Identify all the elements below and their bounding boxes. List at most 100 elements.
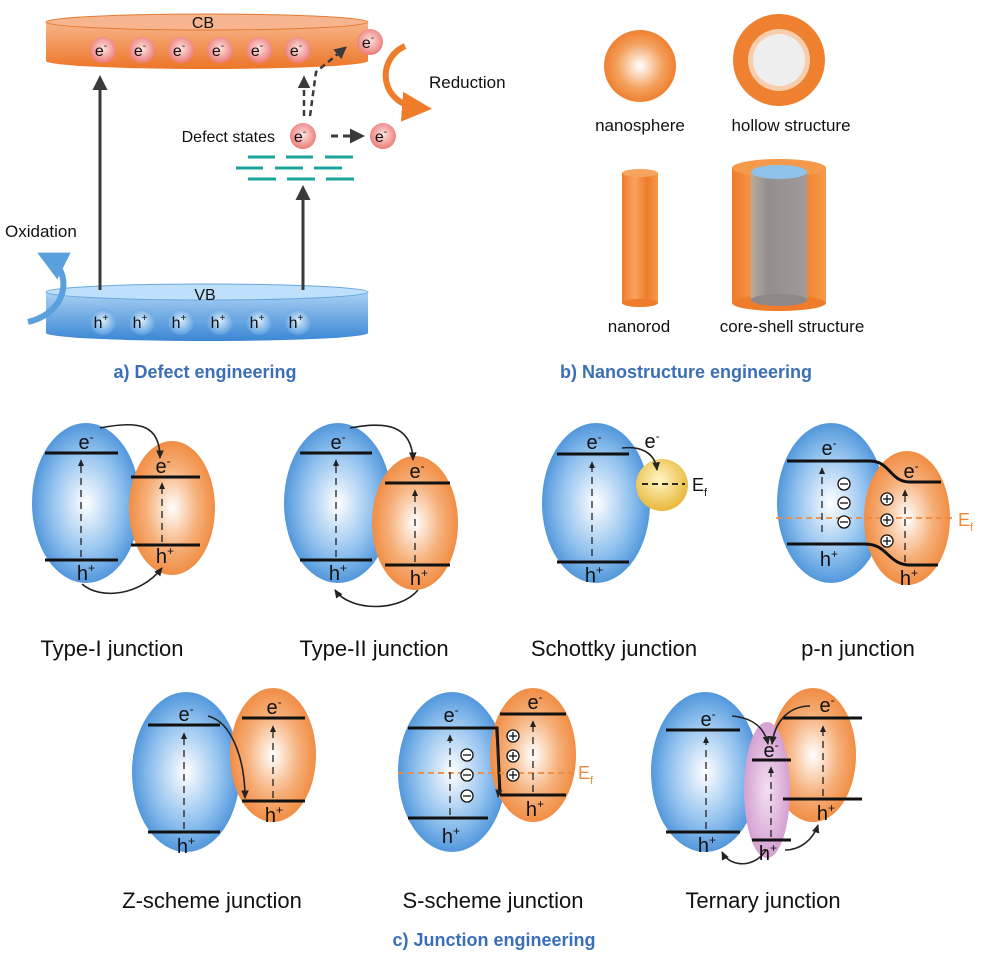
nanosphere-shape bbox=[604, 30, 676, 102]
cb-electron-label: e- bbox=[134, 41, 146, 60]
svg-text:h+: h+ bbox=[759, 841, 777, 865]
z-scheme-junction-diagram: e- e- h+ h+ bbox=[132, 688, 316, 858]
panel-junction-engineering: e- e- h+ h+ Type-I junction e- e- h+ h+ … bbox=[32, 423, 974, 950]
svg-text:e-: e- bbox=[700, 707, 715, 731]
cb-electron-circle bbox=[285, 37, 311, 63]
ternary-junction-diagram: e- e- e- h+ h+ h+ bbox=[651, 688, 862, 865]
caption-junction-engineering: c) Junction engineering bbox=[392, 930, 595, 950]
reduction-arrow-icon bbox=[382, 43, 432, 122]
h-label: h+ bbox=[77, 561, 95, 585]
vb-hole-label: h+ bbox=[94, 313, 109, 332]
vb-hole-label: h+ bbox=[133, 313, 148, 332]
vb-hole-circle bbox=[285, 309, 311, 335]
nanosphere-label: nanosphere bbox=[595, 116, 685, 135]
nanorod-shape bbox=[622, 169, 658, 307]
svg-text:h+: h+ bbox=[177, 834, 195, 858]
svg-text:e-: e- bbox=[266, 695, 281, 719]
vb-hole-circle bbox=[207, 309, 233, 335]
e-label: e- bbox=[78, 430, 93, 454]
type-i-junction-label: Type-I junction bbox=[40, 636, 183, 661]
cb-electrons: e-e-e-e-e-e- bbox=[90, 37, 311, 63]
vb-hole-circle bbox=[129, 309, 155, 335]
type-ii-junction-diagram: e- e- h+ h+ bbox=[284, 423, 458, 608]
cb-electron-label: e- bbox=[95, 41, 107, 60]
panel-nanostructure-engineering: nanosphere hollow structure nanorod core… bbox=[560, 14, 864, 382]
svg-text:e-: e- bbox=[330, 430, 345, 454]
oxidation-arrow-icon bbox=[27, 252, 71, 325]
defect-electron: e- bbox=[290, 123, 316, 149]
schottky-junction-label: Schottky junction bbox=[531, 636, 697, 661]
svg-text:Ef: Ef bbox=[578, 763, 594, 787]
core-shell-structure-shape bbox=[732, 159, 826, 311]
s-scheme-junction-label: S-scheme junction bbox=[403, 888, 584, 913]
vb-hole-label: h+ bbox=[289, 313, 304, 332]
defect-state-levels bbox=[236, 155, 354, 181]
svg-text:e-: e- bbox=[821, 436, 836, 460]
svg-text:h+: h+ bbox=[329, 561, 347, 585]
vb-hole-circle bbox=[168, 309, 194, 335]
type-i-junction-diagram: e- e- h+ h+ bbox=[32, 423, 215, 595]
defect-to-surface-arrow bbox=[308, 46, 347, 117]
hollow-structure-shape bbox=[733, 14, 825, 106]
caption-defect-engineering: a) Defect engineering bbox=[113, 362, 296, 382]
cb-electron-circle bbox=[129, 37, 155, 63]
schottky-junction-diagram: e- e- h+ Ef bbox=[542, 423, 708, 587]
cb-electron-circle bbox=[207, 37, 233, 63]
vb-hole-label: h+ bbox=[250, 313, 265, 332]
e-label: e- bbox=[155, 454, 170, 478]
core-shell-structure-label: core-shell structure bbox=[720, 317, 865, 336]
svg-text:h+: h+ bbox=[820, 547, 838, 571]
cb-electron-circle bbox=[246, 37, 272, 63]
pn-junction-diagram: e- e- h+ h+ Ef bbox=[776, 423, 974, 590]
hollow-structure-label: hollow structure bbox=[731, 116, 850, 135]
svg-text:e-: e- bbox=[178, 702, 193, 726]
svg-text:e-: e- bbox=[903, 459, 918, 483]
svg-text:Ef: Ef bbox=[958, 510, 974, 534]
cb-electron-circle bbox=[90, 37, 116, 63]
fermi-level-label: Ef bbox=[692, 475, 708, 499]
svg-text:h+: h+ bbox=[900, 566, 918, 590]
reduction-label: Reduction bbox=[429, 73, 506, 92]
panel-defect-engineering: CB e-e-e-e-e-e- VB h+h+h+h+h+h+ Defect s… bbox=[5, 13, 506, 382]
svg-text:e-: e- bbox=[586, 430, 601, 454]
vb-label: VB bbox=[194, 287, 215, 304]
svg-text:e-: e- bbox=[819, 693, 834, 717]
svg-text:h+: h+ bbox=[526, 797, 544, 821]
nanorod-label: nanorod bbox=[608, 317, 670, 336]
cb-label: CB bbox=[192, 15, 214, 32]
h-label: h+ bbox=[156, 544, 174, 568]
svg-text:h+: h+ bbox=[817, 801, 835, 825]
svg-text:h+: h+ bbox=[442, 824, 460, 848]
cb-electron-label: e- bbox=[212, 41, 224, 60]
z-scheme-junction-label: Z-scheme junction bbox=[122, 888, 302, 913]
vb-hole-label: h+ bbox=[211, 313, 226, 332]
svg-text:e-: e- bbox=[409, 459, 424, 483]
svg-text:h+: h+ bbox=[585, 563, 603, 587]
vb-holes: h+h+h+h+h+h+ bbox=[90, 309, 311, 335]
cb-electron-label: e- bbox=[251, 41, 263, 60]
s-scheme-junction-diagram: e- e- h+ h+ Ef bbox=[398, 688, 594, 852]
cb-electron-label: e- bbox=[290, 41, 302, 60]
svg-text:e-: e- bbox=[763, 738, 778, 762]
oxidation-label: Oxidation bbox=[5, 222, 77, 241]
positive-charges bbox=[880, 492, 894, 548]
caption-nanostructure-engineering: b) Nanostructure engineering bbox=[560, 362, 812, 382]
svg-text:e-: e- bbox=[527, 690, 542, 714]
svg-text:e-: e- bbox=[375, 127, 387, 146]
defect-states-label: Defect states bbox=[182, 129, 275, 146]
svg-text:h+: h+ bbox=[265, 803, 283, 827]
svg-text:e-: e- bbox=[644, 429, 659, 453]
svg-text:h+: h+ bbox=[410, 566, 428, 590]
svg-text:h+: h+ bbox=[698, 833, 716, 857]
type-ii-junction-label: Type-II junction bbox=[299, 636, 448, 661]
ternary-junction-label: Ternary junction bbox=[685, 888, 840, 913]
svg-text:e-: e- bbox=[443, 703, 458, 727]
svg-text:e-: e- bbox=[362, 33, 374, 52]
negative-charges bbox=[837, 477, 851, 529]
vb-hole-circle bbox=[90, 309, 116, 335]
pn-junction-label: p-n junction bbox=[801, 636, 915, 661]
svg-text:e-: e- bbox=[294, 127, 306, 146]
surface-electron: e- bbox=[357, 29, 383, 55]
vb-hole-circle bbox=[246, 309, 272, 335]
